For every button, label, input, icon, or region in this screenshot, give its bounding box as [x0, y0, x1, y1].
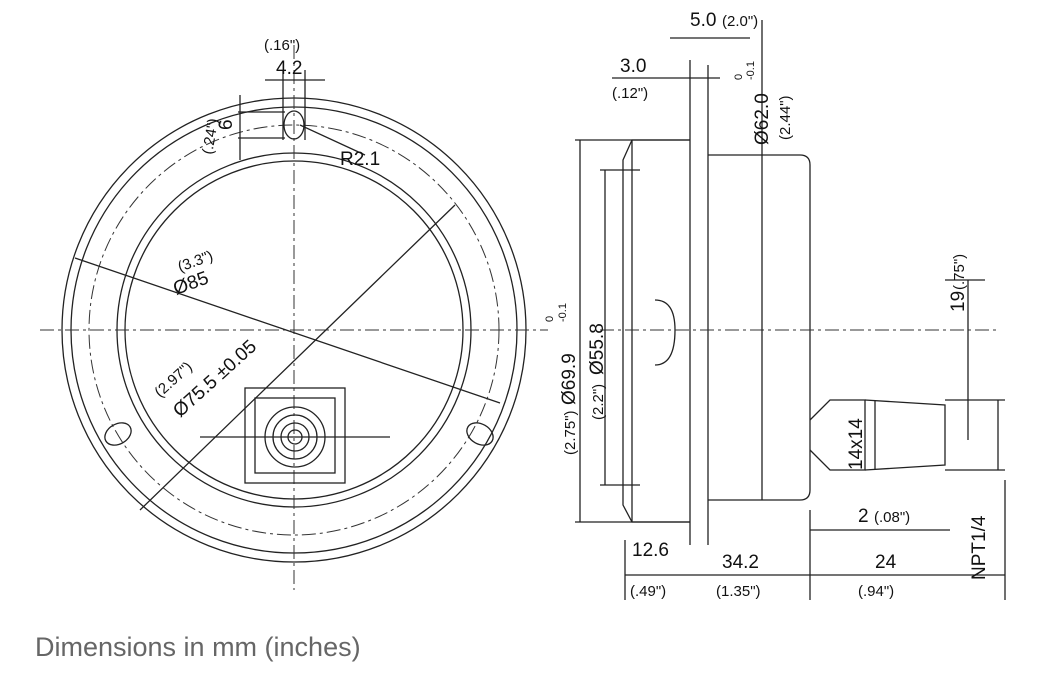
case-tol-lower: -0.1: [745, 61, 757, 80]
flange-total: 5.0: [690, 10, 716, 31]
bezel-tol-upper: 0: [544, 316, 556, 322]
gap-in: (.08"): [874, 509, 910, 526]
offset-in: (.75"): [951, 254, 968, 290]
hex-size: 14x14: [846, 418, 867, 470]
gap: 2: [858, 506, 869, 527]
outer-dia: Ø85: [171, 268, 212, 300]
bezel-dia: Ø69.9: [559, 353, 580, 405]
offset: 19: [948, 291, 969, 312]
mount-hole-right: [466, 422, 494, 446]
case-depth-in: (1.35"): [716, 583, 761, 600]
bezel-dia-in: (2.75"): [562, 410, 579, 455]
window-dia: Ø55.8: [587, 323, 608, 375]
caption: Dimensions in mm (inches): [35, 632, 361, 662]
front-view: (.16") 4.2 6 (.24") R2.1 (3.3") Ø85 (2.9…: [40, 37, 548, 590]
thread: [864, 399, 946, 471]
case-depth: 34.2: [722, 552, 759, 573]
mount-hole-left: [104, 422, 132, 446]
side-view: 5.0 (2.0") 3.0 (.12") 0 -0.1 Ø62.0 (2.44…: [544, 10, 1006, 600]
hole-height-in: (.24"): [199, 117, 222, 156]
bezel-tol-lower: -0.1: [557, 303, 569, 322]
stem-length: 24: [875, 552, 897, 573]
hole-width: 4.2: [276, 58, 302, 79]
window-dia-in: (2.2"): [590, 384, 607, 420]
thread-spec: NPT1/4: [969, 515, 990, 580]
case-dia: Ø62.0: [752, 93, 773, 145]
flange-total-in: (2.0"): [722, 13, 758, 30]
fitting-square: [244, 387, 346, 484]
mount-hole-top: [283, 110, 305, 140]
flange-thickness-in: (.12"): [612, 85, 648, 102]
case-tol-upper: 0: [733, 74, 745, 80]
flange-thickness: 3.0: [620, 56, 646, 77]
window-clip: [654, 299, 676, 366]
hex-fitting: [809, 399, 866, 471]
stem-length-in: (.94"): [858, 583, 894, 600]
front-depth-in: (.49"): [630, 583, 666, 600]
hole-height: 6: [216, 119, 237, 130]
hole-radius: R2.1: [340, 149, 380, 170]
case: [708, 154, 811, 501]
case-dia-in: (2.44"): [777, 95, 794, 140]
front-depth: 12.6: [632, 540, 669, 561]
hole-width-in: (.16"): [264, 37, 300, 54]
bezel: [622, 139, 690, 523]
